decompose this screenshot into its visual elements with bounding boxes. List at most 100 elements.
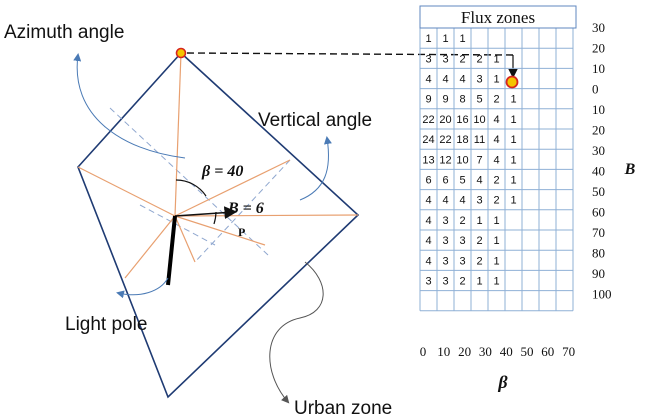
flux-cell: 4	[425, 215, 431, 227]
flux-cell: 7	[476, 154, 482, 166]
flux-cell: 1	[442, 33, 448, 45]
flux-cell: 6	[442, 175, 448, 187]
flux-cell: 2	[493, 94, 499, 106]
flux-cell: 1	[510, 154, 516, 166]
table-title: Flux zones	[461, 8, 535, 27]
y-tick-label: 80	[592, 246, 605, 261]
x-tick-label: 10	[437, 344, 450, 359]
x-tick-label: 40	[500, 344, 513, 359]
flux-cell: 4	[442, 195, 448, 207]
x-tick-label: 20	[458, 344, 471, 359]
flux-cell: 1	[459, 33, 465, 45]
flux-cell: 22	[422, 114, 434, 126]
azimuth-pointer-arrow	[73, 53, 186, 159]
flux-cell: 5	[476, 94, 482, 106]
flux-cell: 6	[425, 175, 431, 187]
light-pole	[166, 215, 177, 286]
flux-cell: 20	[439, 114, 451, 126]
flux-cell: 4	[425, 195, 431, 207]
y-tick-label: 30	[592, 143, 605, 158]
flux-cell: 4	[493, 114, 499, 126]
urban-pointer-arrow	[269, 261, 324, 404]
aim-arrow	[174, 206, 238, 220]
flux-cell: 1	[476, 276, 482, 288]
flux-cell: 4	[442, 74, 448, 86]
flux-cell: 16	[456, 114, 468, 126]
beta-angle-arc	[175, 179, 207, 197]
flux-cell: 1	[510, 94, 516, 106]
azimuth-label: Azimuth angle	[4, 22, 124, 43]
y-tick-label: 90	[592, 266, 605, 281]
x-tick-label: 60	[541, 344, 554, 359]
flux-cell: 4	[425, 235, 431, 247]
x-tick-label: 50	[521, 344, 534, 359]
flux-cell: 4	[459, 74, 465, 86]
flux-cell: 1	[510, 175, 516, 187]
flux-cell: 3	[476, 195, 482, 207]
zone-rectangle	[77, 51, 360, 399]
pole-pointer-arrow	[116, 277, 169, 299]
flux-cell: 11	[474, 134, 485, 146]
flux-cell: 1	[510, 114, 516, 126]
helper-dashed-lines	[109, 107, 291, 263]
table-title-box	[419, 5, 577, 29]
flux-cell: 2	[493, 175, 499, 187]
flux-cell: 1	[493, 215, 499, 227]
flux-cell: 2	[476, 255, 482, 267]
flux-cell: 3	[459, 255, 465, 267]
flux-cell: 2	[459, 215, 465, 227]
flux-cell: 1	[493, 53, 499, 65]
flux-cell: 3	[442, 53, 448, 65]
y-axis-label: B	[624, 161, 636, 178]
B-equation: B = 6	[227, 200, 264, 217]
y-tick-label: 20	[592, 123, 605, 138]
flux-cell: 1	[493, 276, 499, 288]
y-tick-label: 100	[592, 287, 612, 302]
y-tick-label: 60	[592, 205, 605, 220]
flux-cell: 2	[493, 195, 499, 207]
flux-cell: 22	[439, 134, 451, 146]
flux-cell: 2	[459, 53, 465, 65]
flux-cell: 24	[422, 134, 434, 146]
flux-cell: 4	[493, 134, 499, 146]
flux-cell: 13	[422, 154, 434, 166]
flux-cell: 4	[476, 175, 482, 187]
flux-cell: 3	[442, 276, 448, 288]
y-tick-label: 70	[592, 225, 605, 240]
x-axis-label: β	[497, 372, 508, 392]
flux-cell: 3	[442, 235, 448, 247]
y-tick-label: 10	[592, 102, 605, 117]
flux-cell: 1	[510, 195, 516, 207]
flux-cell: 1	[510, 134, 516, 146]
flux-cell: 12	[439, 154, 451, 166]
flux-cell: 1	[493, 235, 499, 247]
light-pole-label: Light pole	[65, 314, 147, 335]
y-tick-label: 10	[592, 61, 605, 76]
flux-cell: 4	[493, 154, 499, 166]
flux-cell: 1	[493, 74, 499, 86]
y-tick-label: 30	[592, 20, 605, 35]
x-tick-label: 70	[562, 344, 575, 359]
vertical-pointer-arrow	[299, 136, 332, 201]
flux-cell: 4	[425, 74, 431, 86]
y-tick-label: 20	[592, 41, 605, 56]
flux-cell: 5	[459, 175, 465, 187]
flux-cell: 3	[442, 255, 448, 267]
flux-cell: 3	[425, 53, 431, 65]
flux-cell: 8	[459, 94, 465, 106]
flux-cell: 10	[456, 154, 468, 166]
flux-cell: 2	[476, 53, 482, 65]
flux-cell: 10	[473, 114, 485, 126]
y-tick-label: 40	[592, 164, 605, 179]
B-angle-arc	[213, 211, 217, 225]
flux-cell: 3	[459, 235, 465, 247]
y-tick-label: 50	[592, 184, 605, 199]
flux-cell: 2	[476, 235, 482, 247]
y-tick-label: 0	[592, 82, 599, 97]
flux-cell: 3	[442, 215, 448, 227]
beta-equation: β = 40	[201, 163, 243, 180]
